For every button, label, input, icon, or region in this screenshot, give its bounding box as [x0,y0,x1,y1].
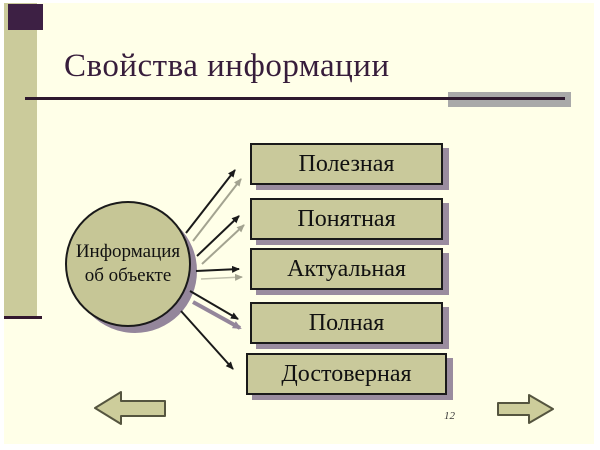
prev-slide-arrow-icon[interactable] [94,391,166,425]
property-box-understandable: Понятная [250,198,443,240]
property-label: Понятная [297,205,396,232]
left-band-bottom-edge [4,316,42,319]
page-number: 12 [444,410,455,422]
property-label: Актуальная [287,255,406,282]
source-label-line1: Информация [75,241,181,262]
property-box-complete: Полная [250,302,443,344]
accent-square [8,4,43,30]
property-box-actual: Актуальная [250,248,443,290]
left-band [4,3,37,318]
source-label-line2: об объекте [84,265,172,286]
page-title: Свойства информации [64,48,390,84]
source-circle: Информация об объекте [65,201,191,327]
property-box-reliable: Достоверная [246,353,447,395]
property-box-useful: Полезная [250,143,443,185]
title-rule [25,97,565,100]
property-label: Достоверная [281,360,412,387]
property-label: Полная [308,309,385,336]
property-label: Полезная [298,150,395,177]
next-slide-arrow-icon[interactable] [497,394,554,424]
